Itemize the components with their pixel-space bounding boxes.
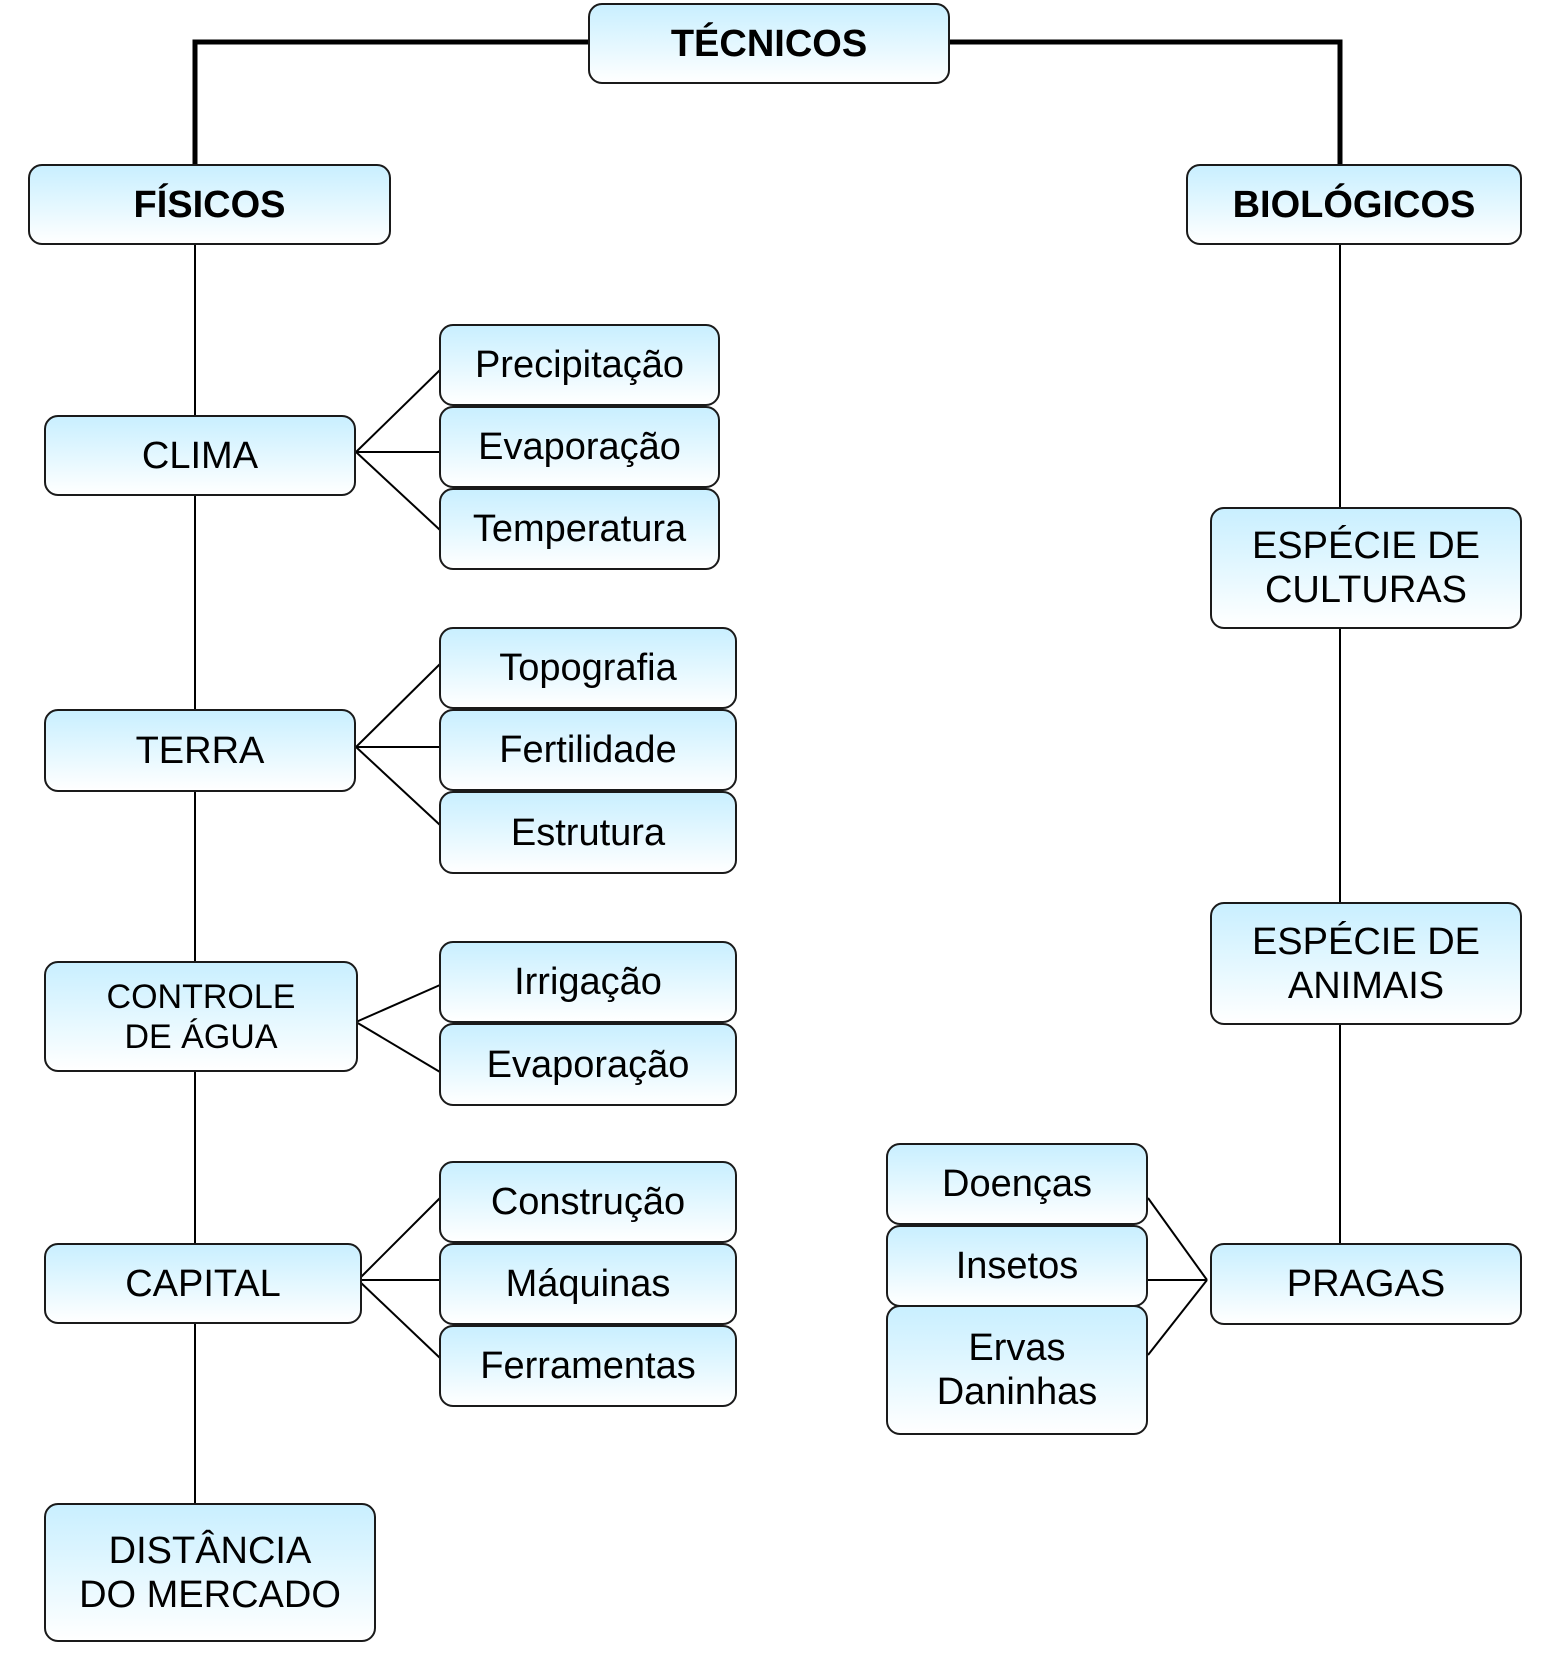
node-construcao: Construção: [439, 1161, 737, 1243]
node-clima: CLIMA: [44, 415, 356, 496]
node-distancia-mercado: DISTÂNCIA DO MERCADO: [44, 1503, 376, 1642]
node-controle-agua: CONTROLE DE ÁGUA: [44, 961, 358, 1072]
connector-agua-irrigacao: [355, 984, 441, 1023]
node-ferramentas: Ferramentas: [439, 1325, 737, 1407]
node-fertilidade: Fertilidade: [439, 709, 737, 791]
node-estrutura: Estrutura: [439, 791, 737, 874]
connector-capital-construcao: [357, 1197, 441, 1281]
connector-tecnicos-biologicos: [950, 39, 1343, 165]
node-ervas-daninhas: Ervas Daninhas: [886, 1305, 1148, 1435]
node-especie-culturas: ESPÉCIE DE CULTURAS: [1210, 507, 1522, 629]
node-capital: CAPITAL: [44, 1243, 362, 1324]
node-evaporacao-clima: Evaporação: [439, 406, 720, 488]
node-irrigacao: Irrigação: [439, 941, 737, 1023]
node-temperatura: Temperatura: [439, 488, 720, 570]
node-fisicos: FÍSICOS: [28, 164, 391, 245]
node-topografia: Topografia: [439, 627, 737, 709]
connector-tecnicos-fisicos: [192, 39, 588, 165]
connector-capital-ferramentas: [357, 1279, 441, 1359]
node-pragas: PRAGAS: [1210, 1243, 1522, 1325]
connector-terra-estrutura: [355, 746, 441, 826]
connector-pragas-doencas: [1147, 1197, 1208, 1281]
node-precipitacao: Precipitação: [439, 324, 720, 406]
node-insetos: Insetos: [886, 1225, 1148, 1307]
connector-pragas-ervas: [1147, 1279, 1208, 1356]
node-doencas: Doenças: [886, 1143, 1148, 1225]
node-evaporacao-agua: Evaporação: [439, 1023, 737, 1106]
node-maquinas: Máquinas: [439, 1243, 737, 1325]
node-terra: TERRA: [44, 709, 356, 792]
connector-clima-temperatura: [355, 451, 441, 531]
node-especie-animais: ESPÉCIE DE ANIMAIS: [1210, 902, 1522, 1025]
connector-clima-precipitacao: [355, 369, 441, 453]
node-biologicos: BIOLÓGICOS: [1186, 164, 1522, 245]
connector-agua-evaporacao: [355, 1021, 441, 1073]
node-tecnicos: TÉCNICOS: [588, 3, 950, 84]
connector-terra-topografia: [355, 663, 441, 748]
